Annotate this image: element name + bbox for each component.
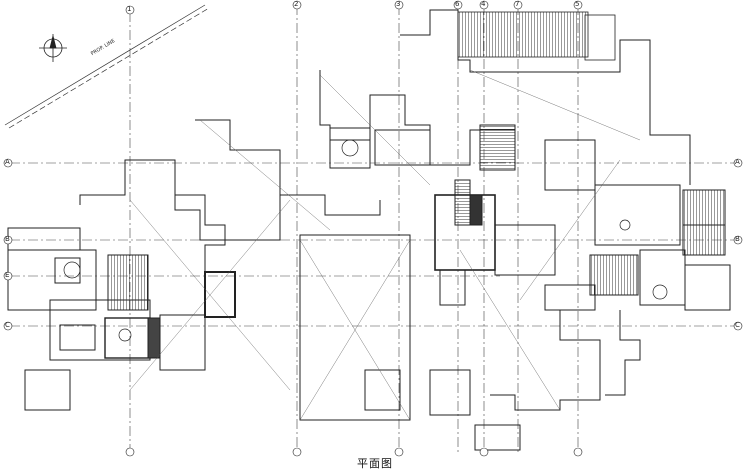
north-arrow-icon <box>39 34 67 62</box>
grid-label-row-a-right: A <box>735 158 740 166</box>
grid-bubbles <box>3 0 743 457</box>
central-wing <box>299 70 556 421</box>
grid-lines <box>10 5 735 455</box>
furniture <box>63 139 668 342</box>
grid-label-row-b: B <box>5 235 10 243</box>
grid-label-col-7: 7 <box>515 0 520 8</box>
grid-label-col-1: 1 <box>127 5 132 13</box>
grid-label-row-a: A <box>5 158 10 166</box>
grid-label-row-e: E <box>5 271 10 279</box>
dimension-lines <box>129 69 641 421</box>
grid-label-col-4: 4 <box>481 0 486 8</box>
grid-label-row-c: C <box>5 321 10 329</box>
property-line <box>4 4 210 129</box>
left-wing <box>7 119 381 411</box>
grid-label-col-6: 6 <box>455 0 460 8</box>
drawing-caption: 平面图 <box>357 457 393 470</box>
grid-label-col-2: 2 <box>294 0 299 8</box>
grid-label-row-b-right: B <box>735 235 740 243</box>
right-wing <box>400 9 731 451</box>
roof-panels <box>457 11 616 61</box>
grid-label-col-3: 3 <box>396 0 401 8</box>
grid-label-col-5: 5 <box>575 0 580 8</box>
grid-label-row-c-right: C <box>735 321 740 329</box>
